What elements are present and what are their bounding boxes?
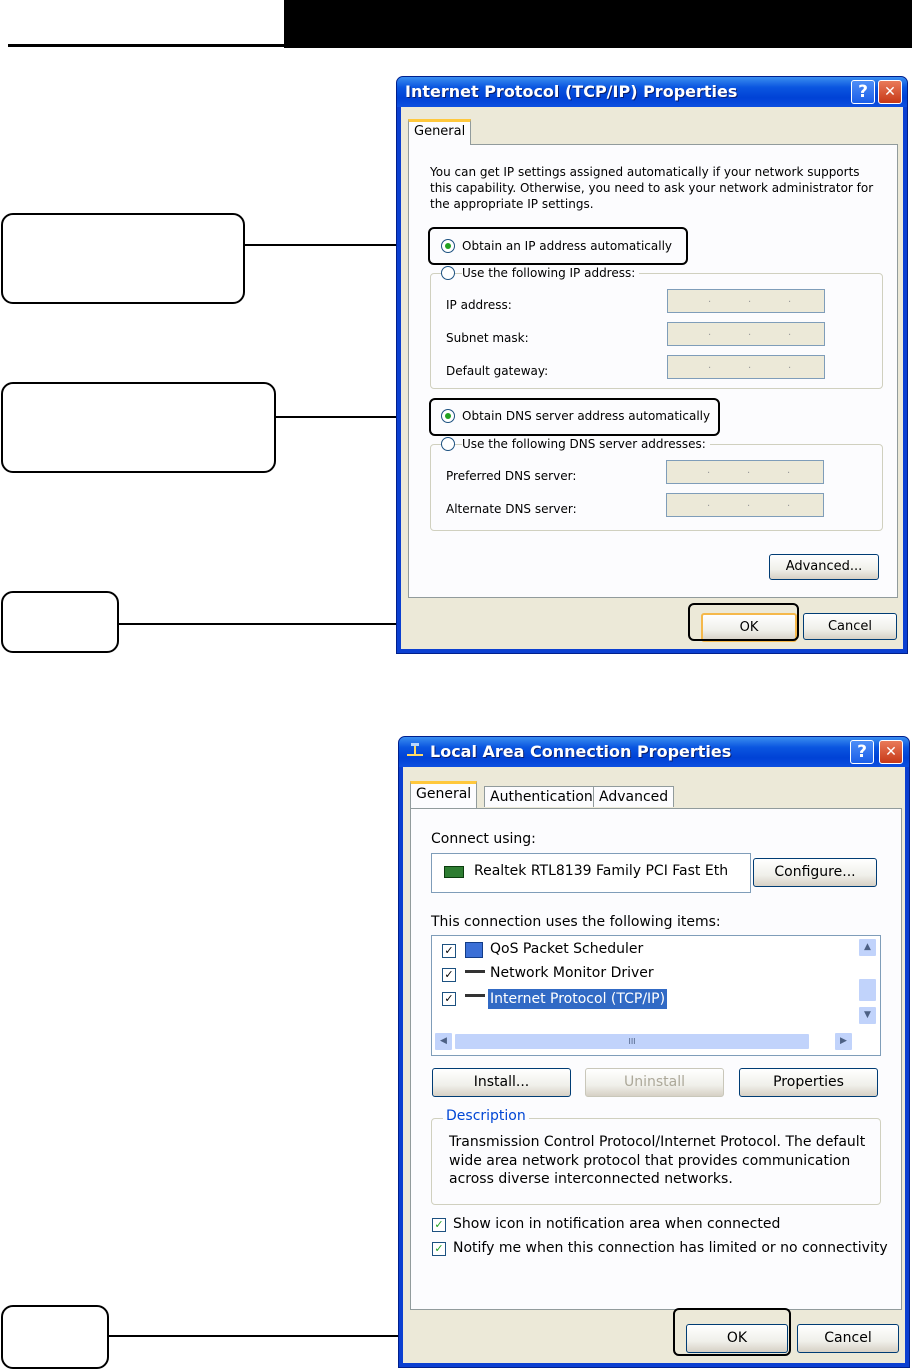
items-list[interactable]: ✓ QoS Packet Scheduler ✓ Network Monitor… [431,935,881,1056]
help-icon[interactable]: ? [851,80,875,104]
tab-general[interactable]: General [410,781,478,808]
tab-authentication[interactable]: Authentication [484,786,599,807]
item-checkbox[interactable]: ✓ [442,992,456,1006]
subnet-mask-field: ... [667,322,825,346]
item-checkbox[interactable]: ✓ [442,944,456,958]
list-item-selected[interactable]: Internet Protocol (TCP/IP) [488,989,668,1009]
items-label: This connection uses the following items… [431,914,721,930]
scroll-up-icon[interactable]: ▲ [858,938,877,957]
obtain-ip-auto-radio[interactable] [441,239,455,253]
highlight-obtain-ip [428,227,688,265]
vertical-scroll-thumb[interactable] [858,978,877,1002]
subnet-mask-label: Subnet mask: [446,331,529,345]
cancel-button[interactable]: Cancel [803,613,897,640]
list-item[interactable]: QoS Packet Scheduler [490,941,644,957]
obtain-ip-auto-label[interactable]: Obtain an IP address automatically [462,239,673,253]
ok-button[interactable]: OK [686,1324,788,1353]
tcpip-properties-window: Internet Protocol (TCP/IP) Properties ? … [396,76,908,654]
install-button[interactable]: Install... [432,1068,571,1097]
uninstall-button: Uninstall [585,1068,724,1097]
intro-line-1: You can get IP settings assigned automat… [430,165,860,179]
network-icon [405,743,425,759]
title-bar: Internet Protocol (TCP/IP) Properties ? … [397,77,907,107]
window-title: Local Area Connection Properties [430,742,732,761]
obtain-dns-auto-label[interactable]: Obtain DNS server address automatically [462,409,711,423]
tab-advanced[interactable]: Advanced [593,786,675,807]
header-bar [284,0,912,48]
callout-box-ok-1 [1,591,119,653]
ok-button[interactable]: OK [701,613,797,642]
window-title: Internet Protocol (TCP/IP) Properties [405,82,738,101]
dialog-client: General Authentication Advanced Connect … [403,767,905,1363]
title-bar: Local Area Connection Properties ? ✕ [399,737,909,767]
description-line-3: across diverse interconnected networks. [449,1171,733,1187]
callout-box-dns [1,382,276,473]
description-group [431,1118,881,1205]
description-title: Description [443,1108,529,1124]
list-item[interactable]: Network Monitor Driver [490,965,654,981]
lan-properties-window: Local Area Connection Properties ? ✕ Gen… [398,736,910,1368]
alternate-dns-field: ... [666,493,824,517]
notify-label[interactable]: Notify me when this connection has limit… [453,1240,888,1256]
general-panel: Connect using: Realtek RTL8139 Family PC… [410,808,902,1310]
ip-address-field: ... [667,289,825,313]
show-icon-label[interactable]: Show icon in notification area when conn… [453,1216,781,1232]
protocol-icon [465,994,485,1005]
header-rule [8,44,286,47]
alternate-dns-label: Alternate DNS server: [446,502,577,516]
callout-box-ok-2 [1,1305,109,1369]
connector-ip [243,244,433,246]
dialog-client: General You can get IP settings assigned… [401,107,903,649]
notify-checkbox[interactable]: ✓ [432,1242,446,1256]
highlight-ok-1 [688,603,799,641]
obtain-dns-auto-radio[interactable] [441,409,455,423]
adapter-name: Realtek RTL8139 Family PCI Fast Eth [474,863,729,879]
general-panel: You can get IP settings assigned automat… [408,144,898,598]
close-icon[interactable]: ✕ [878,80,902,104]
item-checkbox[interactable]: ✓ [442,968,456,982]
configure-button[interactable]: Configure... [753,858,877,887]
preferred-dns-field: ... [666,460,824,484]
help-icon[interactable]: ? [850,740,874,764]
close-icon[interactable]: ✕ [879,740,903,764]
cancel-button[interactable]: Cancel [797,1324,899,1353]
intro-line-2: this capability. Otherwise, you need to … [430,181,874,195]
callout-box-ip [1,213,245,304]
description-line-1: Transmission Control Protocol/Internet P… [449,1134,866,1150]
highlight-ok-2 [673,1308,791,1356]
connect-using-label: Connect using: [431,831,536,847]
scroll-grip: III [628,1037,636,1046]
adapter-box: Realtek RTL8139 Family PCI Fast Eth [431,853,751,893]
default-gateway-field: ... [667,355,825,379]
connector-dns [274,416,434,418]
use-following-dns-radio[interactable] [441,437,455,451]
protocol-icon [465,970,485,981]
tab-general[interactable]: General [408,119,472,145]
connector-ok-2 [107,1335,675,1337]
highlight-obtain-dns [429,398,720,436]
scroll-right-icon[interactable]: ▶ [834,1032,853,1051]
show-icon-checkbox[interactable]: ✓ [432,1218,446,1232]
network-adapter-icon [444,866,464,878]
static-dns-group [430,444,883,531]
advanced-button[interactable]: Advanced... [769,554,879,580]
description-line-2: wide area network protocol that provides… [449,1153,851,1169]
preferred-dns-label: Preferred DNS server: [446,469,577,483]
qos-icon [465,942,483,958]
use-following-dns-label[interactable]: Use the following DNS server addresses: [462,436,710,452]
use-following-ip-label[interactable]: Use the following IP address: [462,265,640,281]
scroll-down-icon[interactable]: ▼ [858,1006,877,1025]
properties-button[interactable]: Properties [739,1068,878,1097]
static-ip-group [430,273,883,389]
intro-line-3: the appropriate IP settings. [430,197,594,211]
use-following-ip-radio[interactable] [441,266,455,280]
default-gateway-label: Default gateway: [446,364,549,378]
ip-address-label: IP address: [446,298,512,312]
horizontal-scroll-thumb[interactable]: III [454,1033,810,1050]
scroll-left-icon[interactable]: ◀ [434,1032,453,1051]
